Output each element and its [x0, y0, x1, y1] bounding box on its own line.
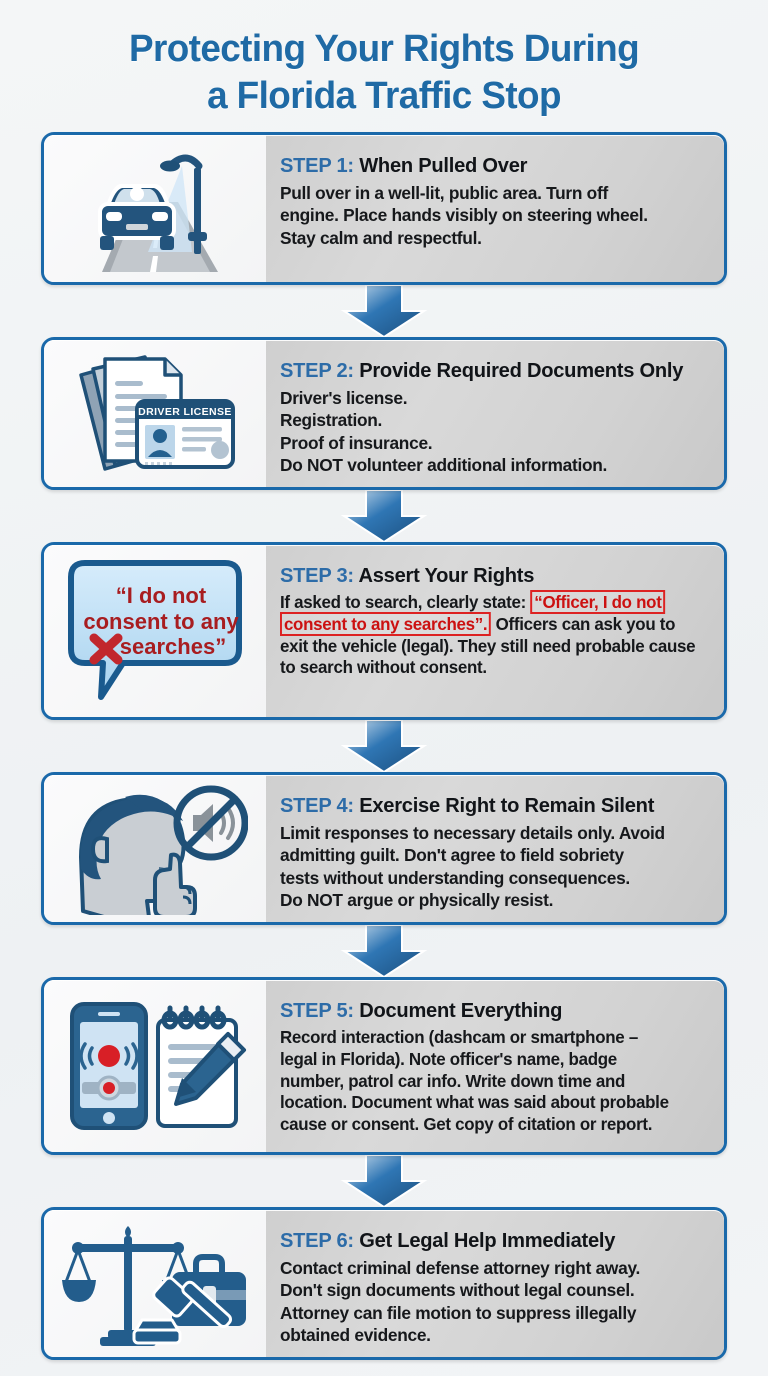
step-4-label: STEP 4: [280, 794, 354, 817]
step-6-text-panel: STEP 6: Get Legal Help Immediately Conta… [266, 1210, 724, 1357]
step-2-icon-panel: DRIVER LICENSE [44, 340, 266, 487]
step-3-text-panel: STEP 3: Assert Your Rights If asked to s… [266, 545, 724, 717]
step-1-body-line: Stay calm and respectful. [280, 227, 482, 248]
step-5-body-line: cause or consent. Get copy of citation o… [280, 1114, 653, 1135]
step-4-text-panel: STEP 4: Exercise Right to Remain Silent … [266, 775, 724, 922]
step-3-heading: STEP 3: Assert Your Rights [280, 563, 699, 589]
speech-bubble-no-consent-icon: “I do not consent to any searches” [68, 560, 242, 700]
step-2-heading: STEP 2: Provide Required Documents Only [280, 358, 699, 384]
step-5-body-line: number, patrol car info. Write down time… [280, 1070, 626, 1091]
steps-list: STEP 1: When Pulled Over Pull over in a … [0, 132, 768, 1360]
step-1-body-line: engine. Place hands visibly on steering … [280, 205, 648, 226]
connector-arrow-1-2 [0, 285, 768, 337]
step-6-icon-panel [44, 1210, 266, 1357]
step-card: STEP 4: Exercise Right to Remain Silent … [41, 772, 727, 925]
step-3: “I do not consent to any searches” STEP … [0, 542, 768, 720]
step-5-body-line: Record interaction (dashcam or smartphon… [280, 1027, 638, 1047]
connector-arrow-5-6 [0, 1155, 768, 1207]
bubble-line-2: consent to any [83, 609, 239, 634]
step-6-body-line: Attorney can file motion to suppress ill… [280, 1302, 637, 1323]
step-6-body: Contact criminal defense attorney right … [280, 1257, 702, 1347]
title-line-1: Protecting Your Rights During [128, 28, 640, 70]
step-6-heading: STEP 6: Get Legal Help Immediately [280, 1228, 699, 1254]
car-streetlight-road-icon [98, 154, 218, 272]
license-card-text: DRIVER LICENSE [138, 406, 232, 418]
scales-gavel-briefcase-icon [62, 1225, 246, 1346]
step-2-body-line: Registration. [280, 410, 383, 431]
silent-head-mute-icon [78, 785, 248, 915]
step-1-text-panel: STEP 1: When Pulled Over Pull over in a … [266, 135, 724, 282]
step-6-body-line: Contact criminal defense attorney right … [280, 1258, 641, 1278]
step-2-body: Driver's license. Registration. Proof of… [280, 387, 702, 477]
step-2-body-line: Driver's license. [280, 388, 408, 408]
step-5-heading: STEP 5: Document Everything [280, 998, 699, 1024]
step-6-label: STEP 6: [280, 1229, 354, 1252]
step-6-title: Get Legal Help Immediately [359, 1229, 616, 1252]
step-4-title: Exercise Right to Remain Silent [359, 794, 655, 817]
step-5-icon-panel [44, 980, 266, 1152]
step-1-body-line: Pull over in a well-lit, public area. Tu… [280, 183, 608, 203]
step-1-heading: STEP 1: When Pulled Over [280, 153, 699, 179]
step-card: STEP 1: When Pulled Over Pull over in a … [41, 132, 727, 285]
step-4-body: Limit responses to necessary details onl… [280, 822, 702, 912]
step-6: STEP 6: Get Legal Help Immediately Conta… [0, 1207, 768, 1360]
step-1: STEP 1: When Pulled Over Pull over in a … [0, 132, 768, 285]
step-4-heading: STEP 4: Exercise Right to Remain Silent [280, 793, 699, 819]
connector-arrow-3-4 [0, 720, 768, 772]
smartphone-recording-notepad-icon [70, 1002, 246, 1130]
documents-driver-license-icon: DRIVER LICENSE [79, 354, 235, 471]
step-card: “I do not consent to any searches” STEP … [41, 542, 727, 720]
down-arrow-icon [340, 285, 428, 337]
step-2-title: Provide Required Documents Only [359, 359, 684, 382]
bubble-line-1: “I do not [116, 583, 207, 608]
step-5-label: STEP 5: [280, 999, 354, 1022]
step-card: STEP 6: Get Legal Help Immediately Conta… [41, 1207, 727, 1360]
step-card: STEP 5: Document Everything Record inter… [41, 977, 727, 1155]
step-1-label: STEP 1: [280, 154, 354, 177]
step-3-icon-panel: “I do not consent to any searches” [44, 545, 266, 717]
step-4-body-line: admitting guilt. Don't agree to field so… [280, 845, 624, 866]
down-arrow-icon [340, 925, 428, 977]
step-5-title: Document Everything [359, 999, 563, 1022]
step-1-icon-panel [44, 135, 266, 282]
step-6-body-line: Don't sign documents without legal couns… [280, 1280, 635, 1301]
step-3-label: STEP 3: [280, 564, 354, 587]
step-5: STEP 5: Document Everything Record inter… [0, 977, 768, 1155]
step-5-body: Record interaction (dashcam or smartphon… [280, 1027, 702, 1136]
step-5-body-line: legal in Florida). Note officer's name, … [280, 1048, 617, 1069]
down-arrow-icon [340, 490, 428, 542]
step-5-text-panel: STEP 5: Document Everything Record inter… [266, 980, 724, 1152]
down-arrow-icon [340, 1155, 428, 1207]
step-4-body-line: Limit responses to necessary details onl… [280, 823, 665, 843]
step-3-body: If asked to search, clearly state: “Offi… [280, 590, 702, 679]
step-5-body-line: location. Document what was said about p… [280, 1092, 669, 1113]
step-1-title: When Pulled Over [359, 154, 528, 177]
step-3-title: Assert Your Rights [358, 564, 535, 587]
bubble-line-3: searches” [120, 634, 226, 659]
connector-arrow-2-3 [0, 490, 768, 542]
connector-arrow-4-5 [0, 925, 768, 977]
step-card: DRIVER LICENSE [41, 337, 727, 490]
step-4-body-line: tests without understanding consequences… [280, 867, 630, 888]
step-4-icon-panel [44, 775, 266, 922]
step-2-label: STEP 2: [280, 359, 354, 382]
step-1-body: Pull over in a well-lit, public area. Tu… [280, 182, 702, 249]
step-2-body-line: Proof of insurance. [280, 432, 433, 453]
step-2-body-line: Do NOT volunteer additional information. [280, 455, 608, 476]
step-6-body-line: obtained evidence. [280, 1325, 431, 1346]
step-3-body-suffix: Officers can ask you to exit the vehicle… [280, 613, 696, 678]
page-title: Protecting Your Rights During a Florida … [0, 0, 768, 120]
step-4-body-line: Do NOT argue or physically resist. [280, 890, 554, 911]
x-mark-icon [89, 633, 123, 665]
step-4: STEP 4: Exercise Right to Remain Silent … [0, 772, 768, 925]
step-3-body-prefix: If asked to search, clearly state: [280, 592, 531, 612]
step-2: DRIVER LICENSE [0, 337, 768, 490]
step-2-text-panel: STEP 2: Provide Required Documents Only … [266, 340, 724, 487]
title-line-2: a Florida Traffic Stop [207, 75, 561, 117]
down-arrow-icon [340, 720, 428, 772]
